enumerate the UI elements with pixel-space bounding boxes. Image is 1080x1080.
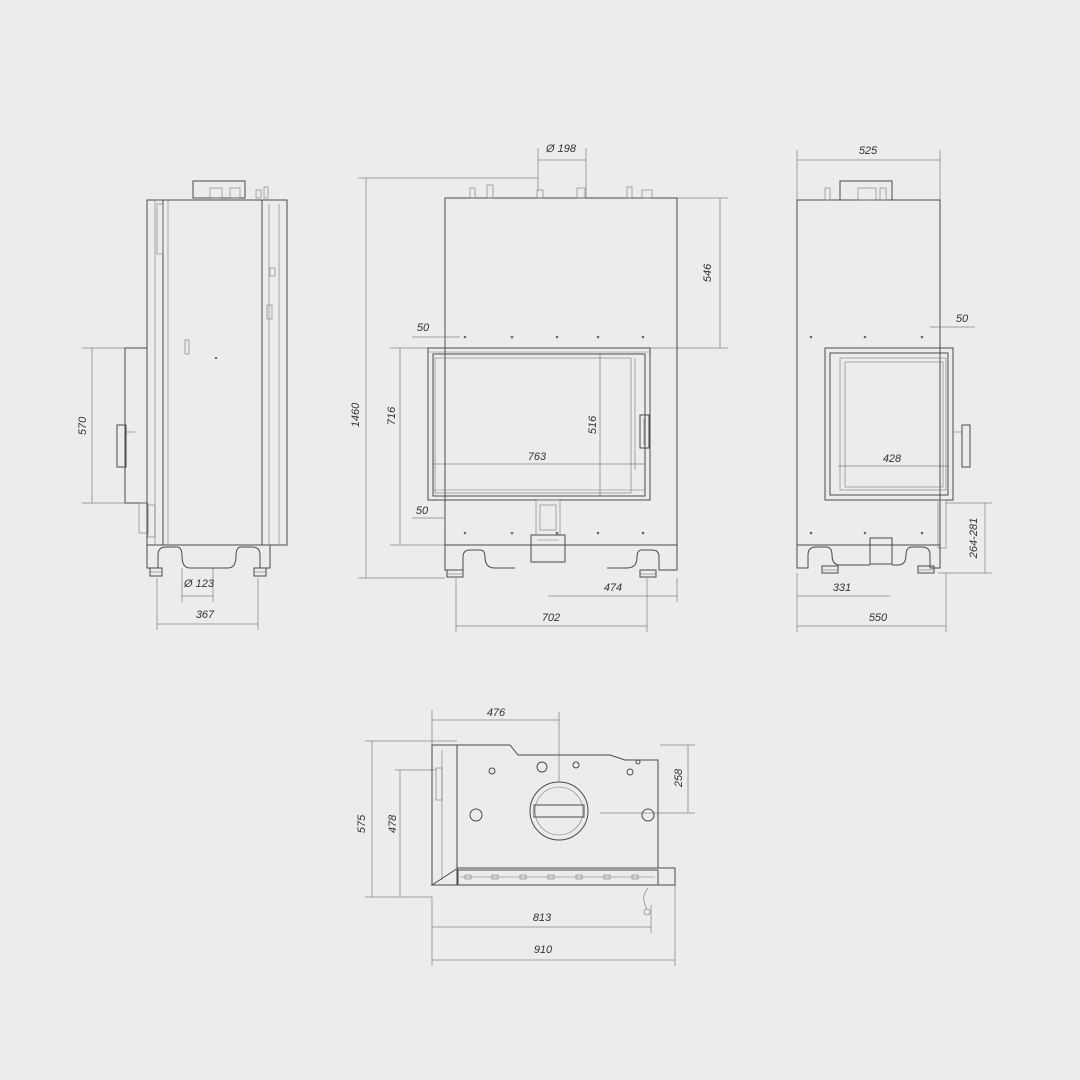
dim-50-bottom: 50	[416, 505, 429, 517]
dim-50-right: 50	[956, 313, 969, 325]
dim-570: 570	[77, 416, 89, 435]
dim-diameter-198: Ø 198	[545, 143, 577, 155]
dim-546: 546	[702, 263, 714, 282]
dim-478: 478	[387, 814, 399, 833]
dim-575: 575	[356, 814, 368, 833]
dim-516: 516	[587, 415, 599, 434]
dim-550: 550	[869, 612, 888, 624]
dim-258: 258	[673, 768, 685, 788]
dim-813: 813	[533, 912, 552, 924]
left-side-view	[82, 180, 288, 630]
dim-763: 763	[528, 451, 547, 463]
front-view	[358, 148, 728, 632]
dim-702: 702	[542, 612, 560, 624]
dim-50-top: 50	[417, 322, 430, 334]
front-view-bolts	[463, 335, 645, 535]
dim-264-281: 264-281	[968, 518, 980, 559]
dim-diameter-123: Ø 123	[183, 578, 215, 590]
dim-716: 716	[386, 406, 398, 425]
dim-367: 367	[196, 609, 215, 621]
right-side-view	[796, 150, 992, 632]
dim-910: 910	[534, 944, 553, 956]
dim-525: 525	[859, 145, 878, 157]
dim-331: 331	[833, 582, 851, 594]
top-view-slots	[464, 874, 639, 880]
right-view-bolts	[809, 335, 924, 535]
dim-476: 476	[487, 707, 506, 719]
dim-1460: 1460	[350, 402, 362, 427]
dim-428: 428	[883, 453, 902, 465]
dim-474: 474	[604, 582, 622, 594]
top-view	[365, 710, 695, 966]
